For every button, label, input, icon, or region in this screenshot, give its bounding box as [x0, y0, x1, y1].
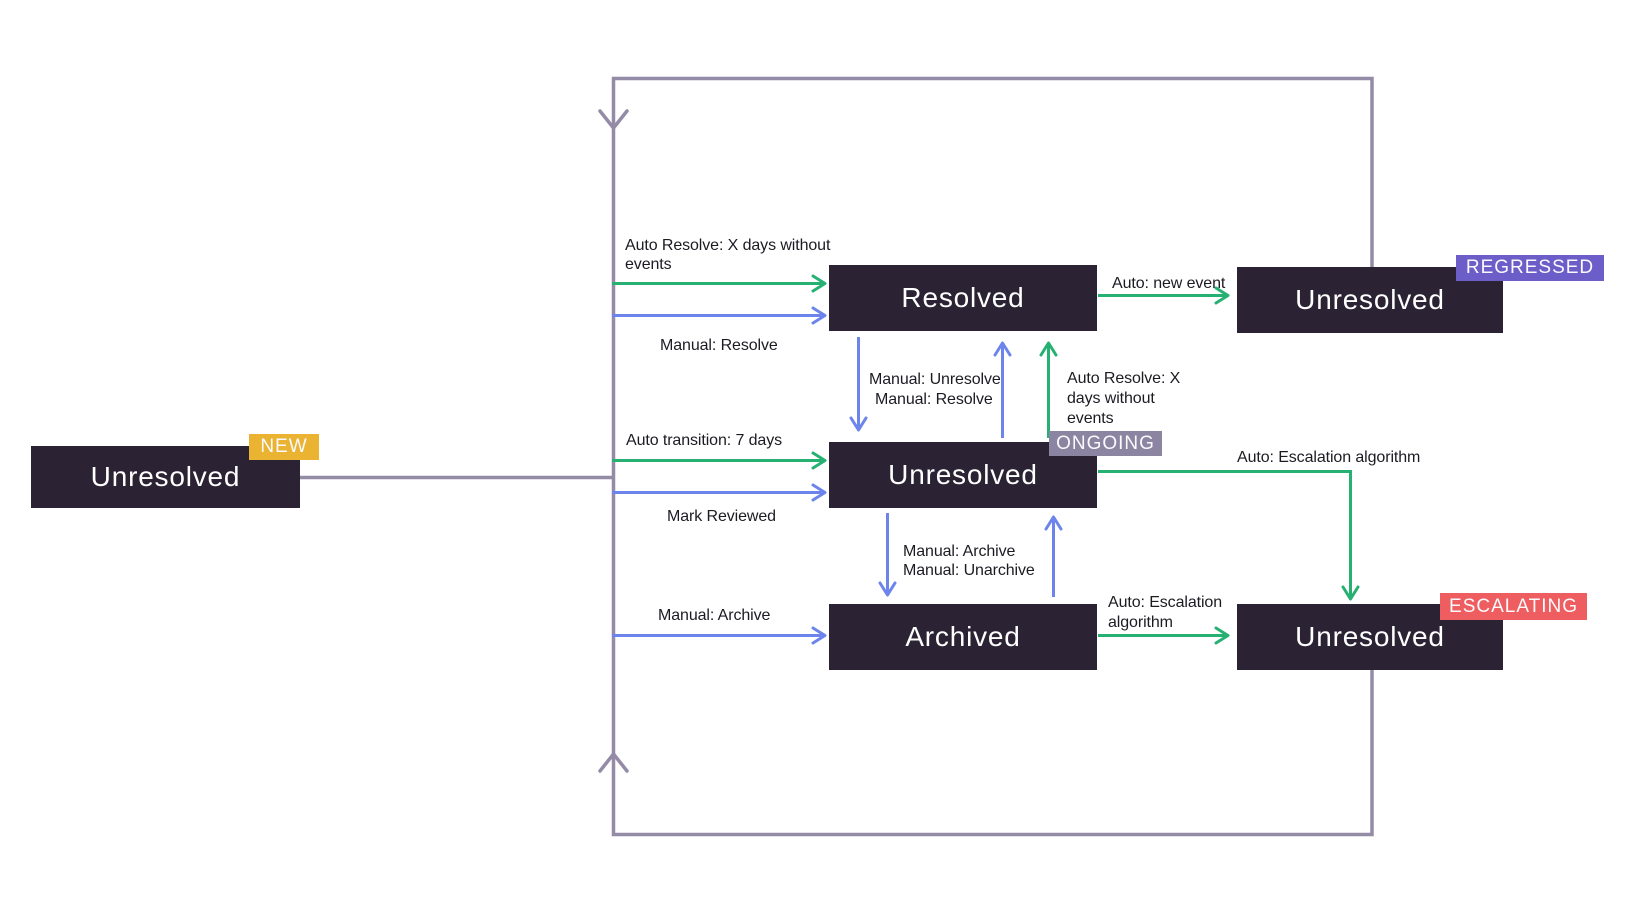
label-auto-transition-7-days: Auto transition: 7 days	[626, 432, 783, 449]
label-auto-escalation-from-archived: Auto: Escalation algorithm	[1108, 594, 1223, 631]
label-manual-resolve-from-new: Manual: Resolve	[660, 337, 778, 354]
label-manual-archive-pair: Manual: Archive	[903, 543, 1016, 560]
loop-arrow-up-icon	[598, 752, 629, 773]
state-resolved-label: Resolved	[901, 282, 1025, 313]
label-mark-reviewed: Mark Reviewed	[667, 508, 776, 525]
label-auto-escalation-from-ongoing: Auto: Escalation algorithm	[1237, 449, 1421, 466]
state-unresolved-ongoing-label: Unresolved	[888, 459, 1038, 490]
loop-arrow-down-icon	[598, 109, 629, 130]
state-archived: Archived	[829, 604, 1097, 670]
label-auto-resolve-from-new: Auto Resolve: X days without events	[625, 237, 831, 273]
state-unresolved-regressed-label: Unresolved	[1295, 284, 1445, 315]
label-manual-unresolve: Manual: Unresolve	[869, 371, 1001, 388]
label-manual-unarchive-pair: Manual: Unarchive	[903, 562, 1035, 579]
state-resolved: Resolved	[829, 265, 1097, 331]
loop-outline	[611, 76, 1374, 837]
label-manual-resolve-from-ongoing: Manual: Resolve	[875, 391, 993, 408]
state-unresolved-escalating-label: Unresolved	[1295, 621, 1445, 652]
label-auto-resolve-from-ongoing: Auto Resolve: X days without events	[1067, 370, 1181, 427]
badge-escalating: ESCALATING	[1440, 593, 1587, 620]
state-unresolved-new: Unresolved	[31, 446, 300, 508]
state-archived-label: Archived	[905, 621, 1021, 652]
badge-new: NEW	[249, 434, 319, 460]
badge-regressed: REGRESSED	[1456, 255, 1604, 281]
edge-auto-escalation-from-ongoing	[1098, 470, 1360, 601]
label-manual-archive-from-new: Manual: Archive	[658, 607, 771, 624]
state-unresolved-new-label: Unresolved	[90, 461, 241, 492]
badge-ongoing: ONGOING	[1049, 431, 1162, 456]
label-auto-new-event: Auto: new event	[1112, 275, 1226, 292]
